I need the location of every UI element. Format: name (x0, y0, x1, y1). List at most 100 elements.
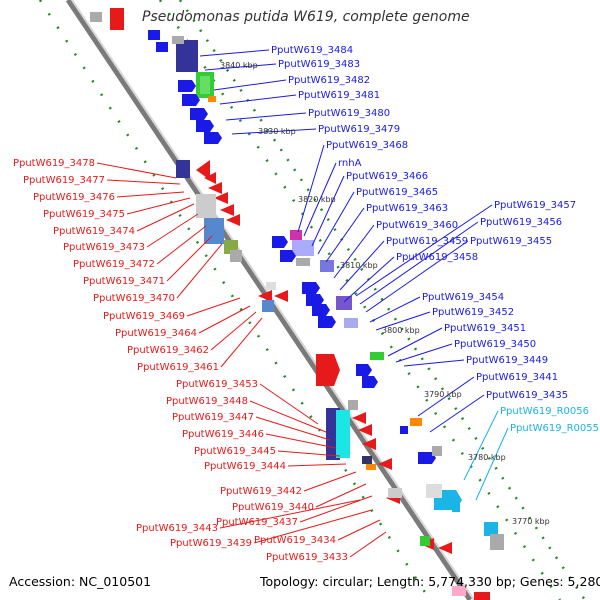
label-leader-line (198, 305, 251, 334)
label-leader-line (325, 207, 365, 263)
label-leader-line (213, 79, 287, 91)
label-leader-line (375, 311, 431, 331)
gene-block (290, 230, 302, 240)
gene-arrow (272, 236, 288, 248)
gene-label: PputW619_3476 (33, 192, 115, 203)
gene-arrow (352, 412, 366, 424)
gene-label: PputW619_3464 (115, 328, 197, 339)
gene-arrow (274, 290, 288, 302)
gene-block (90, 12, 102, 22)
gene-block (148, 30, 160, 40)
gene-label: PputW619_3447 (172, 412, 254, 423)
gene-arrow (306, 294, 324, 306)
gene-block (370, 352, 384, 360)
left-gene-labels: PputW619_3478PputW619_3477PputW619_3476P… (13, 158, 348, 563)
gene-block (366, 464, 376, 470)
gene-label: PputW619_3444 (204, 461, 286, 472)
gene-arrow (318, 316, 336, 328)
label-leader-line (343, 256, 395, 303)
gene-label: PputW619_3459 (386, 236, 468, 247)
gene-label: PputW619_3472 (73, 259, 155, 270)
gene-block (400, 426, 408, 434)
gene-label: PputW619_3448 (166, 396, 248, 407)
gene-label: PputW619_3465 (356, 187, 438, 198)
tick-label: 3830 kbp (258, 127, 296, 136)
gene-label: PputW619_3441 (476, 372, 558, 383)
gene-arrow (358, 424, 372, 436)
label-leader-line (359, 221, 479, 305)
tick-label: 3770 kbp (512, 517, 550, 526)
gene-label: PputW619_3434 (254, 535, 336, 546)
gene-label: PputW619_3482 (288, 75, 370, 86)
gene-label: PputW619_3454 (422, 292, 504, 303)
gene-label: PputW619_3452 (432, 307, 514, 318)
label-leader-line (303, 162, 337, 237)
gene-label: PputW619_3443 (136, 523, 218, 534)
label-leader-line (355, 204, 493, 297)
gene-block (262, 300, 274, 312)
gene-block (490, 534, 504, 550)
label-leader-line (225, 112, 307, 121)
gene-block (208, 96, 216, 102)
rna-gene (452, 496, 460, 512)
gene-arrow (302, 282, 320, 294)
gene-label: PputW619_3461 (137, 362, 219, 373)
label-leader-line (166, 235, 213, 282)
gene-arrow (220, 204, 234, 216)
right-gene-labels: PputW619_3484PputW619_3483PputW619_3482P… (271, 45, 599, 434)
gene-label: PputW619_3446 (182, 429, 264, 440)
gene-label: PputW619_3481 (298, 90, 380, 101)
gene-arrow (362, 376, 378, 388)
gene-block (474, 592, 490, 600)
gene-label: PputW619_3484 (271, 45, 353, 56)
tick-label: 3810 kbp (340, 261, 378, 270)
gene-arrow (214, 192, 228, 204)
label-leader-line (339, 240, 385, 291)
label-leader-line (116, 191, 185, 198)
label-leader-line (349, 531, 387, 558)
gene-label: PputW619_3460 (376, 220, 458, 231)
label-leader-line (463, 410, 499, 481)
label-leader-line (365, 240, 469, 313)
gene-block (410, 418, 422, 426)
label-leader-line (475, 427, 509, 501)
gene-block (110, 8, 124, 30)
rna-gene (484, 522, 498, 536)
label-leader-line (146, 213, 199, 248)
label-leader-line (255, 416, 331, 441)
gene-label: PputW619_3473 (63, 242, 145, 253)
gene-arrow (196, 160, 210, 180)
label-leader-line (429, 394, 485, 433)
gene-arrow (204, 172, 216, 184)
gene-label: PputW619_3455 (470, 236, 552, 247)
label-leader-line (403, 359, 465, 367)
label-leader-line (210, 311, 257, 351)
gene-block (230, 250, 242, 262)
gene-arrow (178, 80, 196, 92)
label-leader-line (395, 343, 453, 363)
label-leader-line (231, 128, 317, 135)
gene-block (292, 240, 314, 256)
label-leader-line (287, 463, 347, 467)
gene-label: PputW619_3462 (127, 345, 209, 356)
label-leader-line (265, 433, 337, 449)
label-leader-line (204, 63, 277, 71)
gene-block (176, 160, 190, 178)
gene-label: PputW619_3458 (396, 252, 478, 263)
gene-block (348, 400, 358, 410)
label-leader-line (126, 197, 191, 215)
gene-label: PputW619_3478 (13, 158, 95, 169)
label-leader-line (277, 450, 341, 457)
gene-label: PputW619_3437 (216, 517, 298, 528)
gene-block (172, 36, 184, 44)
gene-arrow (204, 132, 222, 144)
tick-label: 3820 kbp (298, 195, 336, 204)
label-leader-line (387, 327, 443, 357)
gene-label: PputW619_3469 (103, 311, 185, 322)
forward-strand-genes (148, 30, 504, 550)
label-leader-line (417, 376, 475, 417)
gene-block (432, 446, 442, 456)
gene-label: PputW619_3456 (480, 217, 562, 228)
tick-label: 3800 kbp (382, 326, 420, 335)
